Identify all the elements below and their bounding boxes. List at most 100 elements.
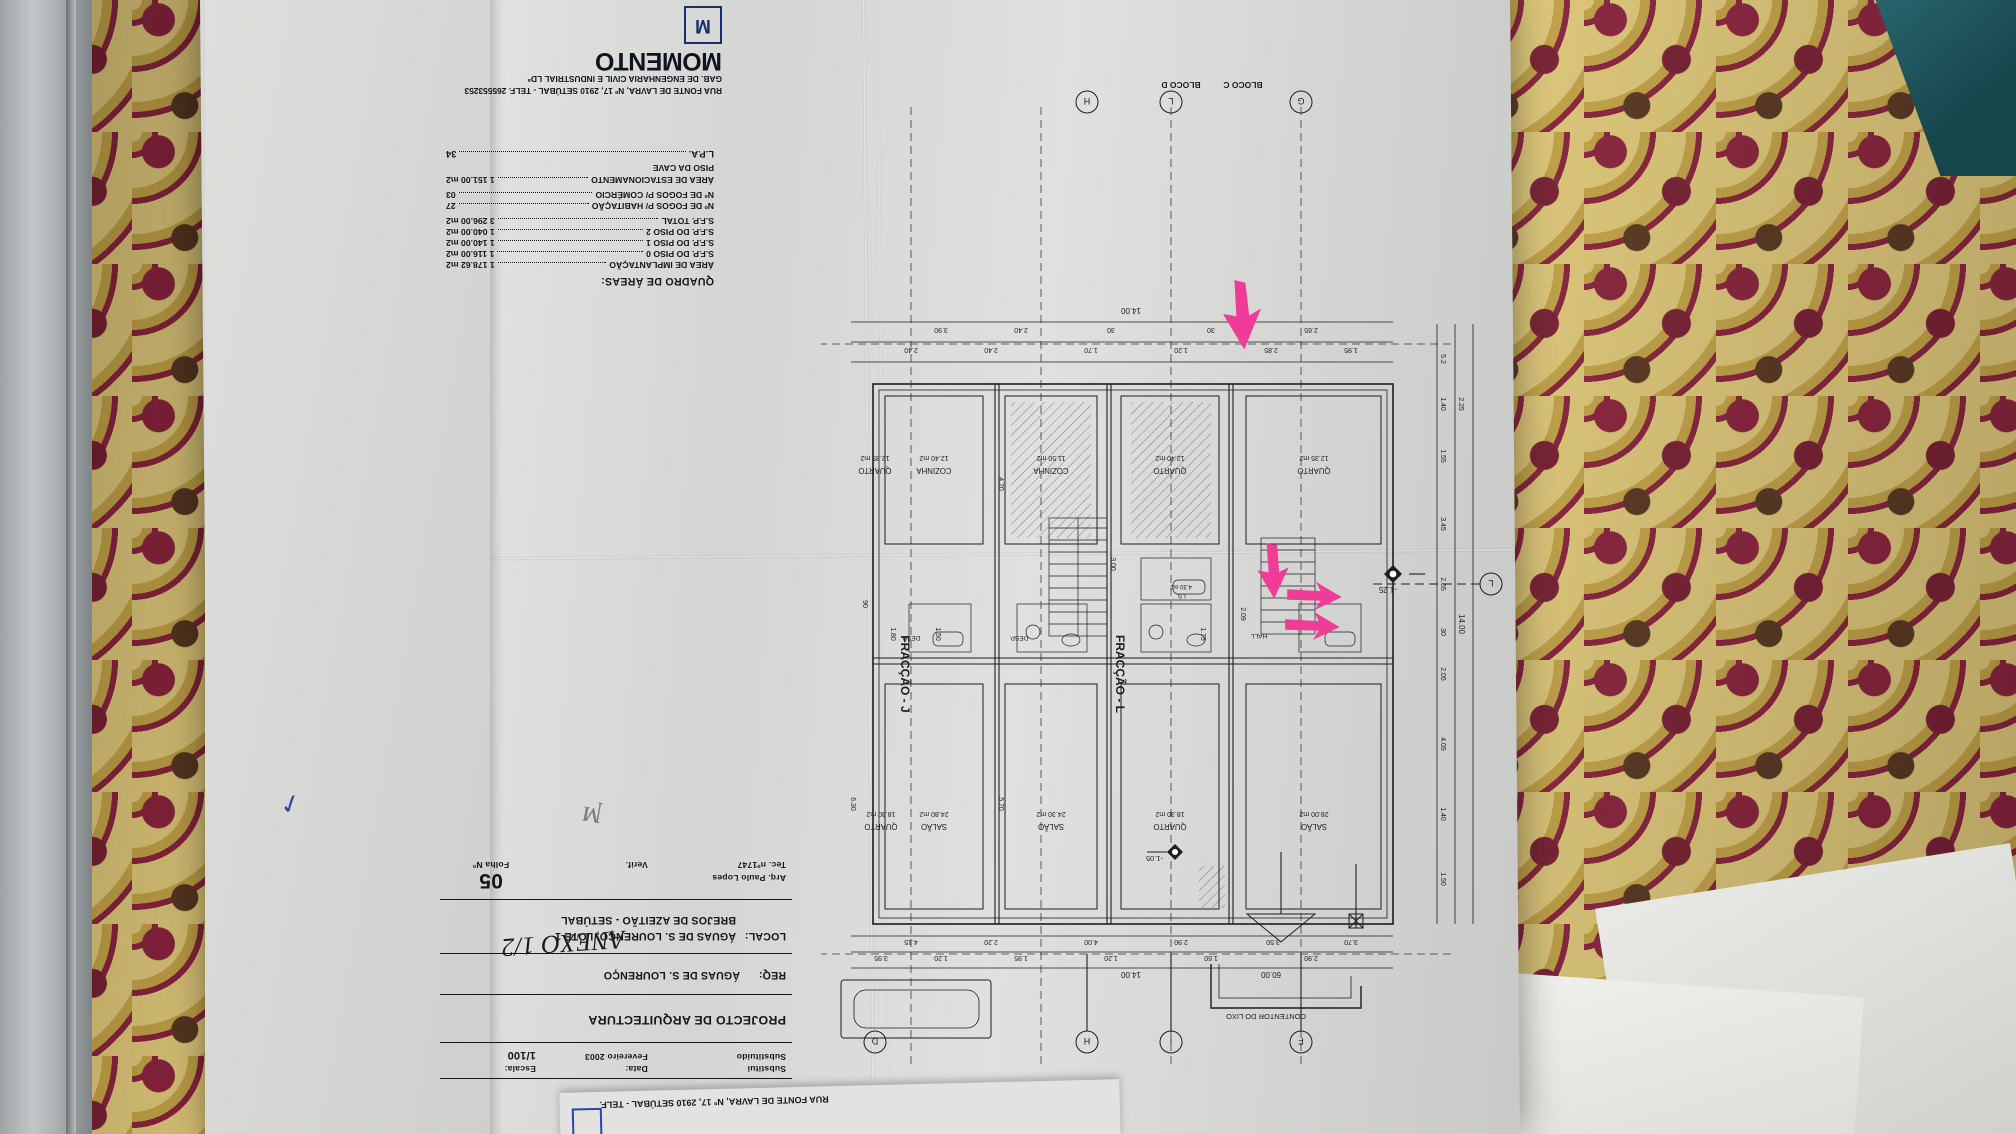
local-label: LOCAL: [744,929,786,942]
level-mark-label: -1.25 [1378,585,1397,594]
title-block-revision-row: Substitui Substituído Data: Fevereiro 20… [440,1042,792,1080]
dimension-label: 1.40 [1439,397,1446,411]
areas-row-label: S.F.P. DO PISO 0 [646,249,714,259]
dimension-label: 2.65 [1304,326,1318,333]
dimension-label: 2.90 [1304,954,1318,961]
piso-cave-label: PISO DA CAVE [652,163,714,173]
dimension-label: 1.95 [1014,954,1028,961]
folha-value: 05 [479,868,503,892]
areas-row-value: 1 040.00 m2 [446,227,495,237]
dimension-label: 5.70 [997,797,1004,811]
folha-label: Folha Nº [472,859,510,870]
verif-label: Verif. [625,859,648,870]
floor-plan-svg: CONTENTOR DO LIXO [821,80,1503,1064]
dimension-label: 14.00 [1120,970,1141,979]
architectural-drawing: PLANTA DO PISO 0 Substitui Substituído D… [432,0,1517,1134]
room-name: HALL [1250,632,1267,639]
dimension-label: 1.20 [934,954,948,961]
blue-square-stamp-icon [571,1107,603,1134]
room-name: QUARTO [1297,466,1330,475]
dimension-label: 1.75 [1199,627,1206,641]
areas-table: QUADRO DE ÁREAS: ÁREA DE IMPLANTAÇÃO 1 1… [446,148,714,287]
data-label: Data: [625,1064,648,1075]
room-name: QUARTO [1153,466,1186,475]
areas-row-label: ÁREA DE IMPLANTAÇÃO [609,260,714,270]
areas-row: S.F.P. DO PISO 2 1 040.00 m2 [446,226,714,237]
areas-row: ÁREA DE ESTACIONAMENTO 1 151.00 m2 [446,174,714,185]
room-name: COZINHA [1033,466,1069,475]
areas-row-label: S.F.P. TOTAL [661,216,714,226]
metal-edge-strip [0,0,92,1134]
dimension-label: 2.40 [904,346,918,353]
data-value: Fevereiro 2003 [584,1052,648,1063]
dimension-label: 1.50 [1439,872,1446,886]
req-value: ÁGUAS DE S. LOURENÇO [603,968,740,981]
room-name: QUARTO [1153,822,1186,831]
lpa-row: L.P.A. 34 [446,148,714,160]
title-block-signature-row: Arq. Paulo Lopes Tec. nº1747 Verif. 05 F… [440,848,792,900]
dimension-label: 1.55 [1439,449,1446,463]
dimension-label: 4.00 [1084,938,1098,945]
leader-dots [497,229,644,230]
second-sheet-text: RUA FONTE DE LAVRA, Nº 17, 2910 SETÚBAL … [599,1094,829,1110]
room-name: QUARTO [864,822,897,831]
fraccao-label: FRACÇÃO - J [898,635,913,712]
dimension-label: 30 [1107,326,1115,333]
room-name: SALÃO [1301,822,1327,831]
leader-dots [497,262,607,263]
dimension-label: 1.80 [889,627,896,641]
areas-table-heading: QUADRO DE ÁREAS: [600,275,714,287]
substituido-label: Substituído [736,1052,786,1063]
dimension-label: 6.30 [849,797,856,811]
req-label: REQ: [758,968,786,981]
room-area: 12.40 m2 [919,454,948,461]
dimension-label: 4.05 [1439,737,1446,751]
dimension-label: 3.00 [1109,557,1116,571]
dimension-label: 1.50 [934,627,941,641]
areas-row-value: 1 116.00 m2 [446,249,495,259]
room-area: 28.00 m2 [1299,810,1328,817]
dimension-label: 3.70 [1344,938,1358,945]
dimension-label: 1.95 [1344,346,1358,353]
areas-row: S.F.P. DO PISO 1 1 140.00 m2 [446,237,714,248]
dimension-label: 2.90 [1174,938,1188,945]
dimension-label: 3.45 [1439,517,1446,531]
room-area: 24.30 m2 [1036,810,1065,817]
dimension-label: 2.85 [1264,346,1278,353]
leader-dots [458,203,589,204]
dimension-label: 90 [861,600,868,608]
folded-back-blank-panel [205,0,490,1134]
local-line-2: BREJOS DE AZEITÃO - SETÚBAL [560,914,736,927]
room-area: 4.30 m2 [1170,583,1192,589]
dimension-label: 2.40 [1014,326,1028,333]
room-area: 18.30 m2 [1155,810,1184,817]
dimension-label: 3.50 [1266,938,1280,945]
fraccao-label: FRACÇÃO - L [1113,635,1128,713]
grid-ref-label: G [1297,96,1304,106]
dimension-label: 1.40 [1439,807,1446,821]
arq-label: Arq. Paulo Lopes [712,873,786,884]
lpa-label: L.P.A. [688,149,714,160]
dimension-label: 30 [1439,628,1446,636]
grid-ref-label: L [1168,96,1173,106]
dimension-label: 2.20 [984,938,998,945]
areas-row-label: S.F.P. DO PISO 1 [646,238,714,248]
grid-ref-label: F [1298,1036,1304,1046]
dimension-label: 3.90 [934,326,948,333]
room-name: COZINHA [916,466,952,475]
dimension-label: 1.70 [1084,346,1098,353]
dimension-label: 2.65 [1439,577,1446,591]
room-area: 18.30 m2 [866,810,895,817]
room-name: SALÃO [1038,822,1064,831]
room-name: DESP. [1009,634,1028,641]
areas-row-value: 1 151.00 m2 [446,175,495,185]
areas-row: S.F.P. DO PISO 0 1 116.00 m2 [446,248,714,259]
leader-dots [459,151,686,152]
areas-row-value: 1 140.00 m2 [446,238,495,248]
areas-row-label: Nº DE FOGOS P/ COMÉRCIO [595,190,714,200]
company-logo-block: RUA FONTE DE LAVRA, Nº 17, 2910 SETÚBAL … [446,6,722,96]
areas-row-value: 27 [446,201,456,211]
leader-dots [497,240,644,241]
grid-ref-label: D [871,1036,878,1046]
